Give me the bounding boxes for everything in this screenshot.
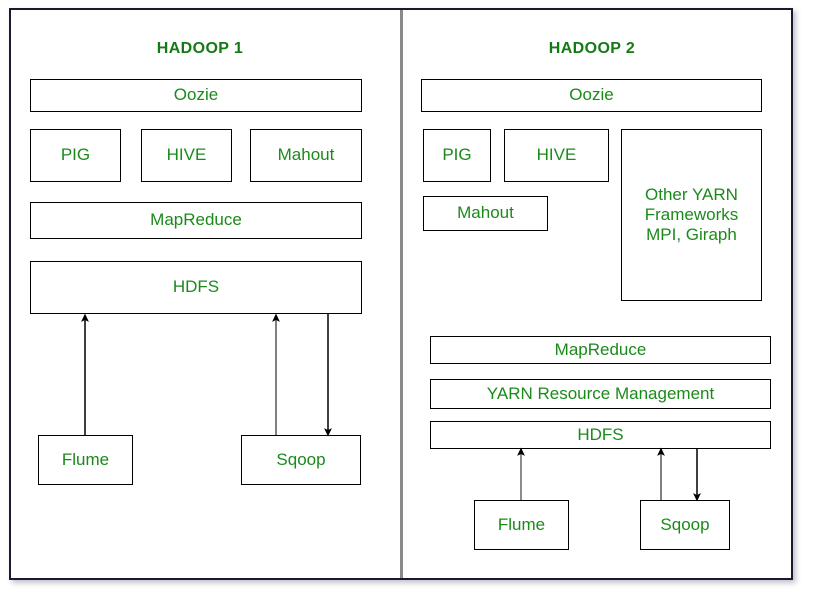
hadoop2-node-flume[interactable]: Flume — [474, 500, 569, 550]
hadoop1-node-sqoop[interactable]: Sqoop — [241, 435, 361, 485]
hadoop1-node-flume[interactable]: Flume — [38, 435, 133, 485]
hadoop2-node-mahout[interactable]: Mahout — [423, 196, 548, 231]
hadoop1-node-oozie[interactable]: Oozie — [30, 79, 362, 112]
hadoop2-node-yarn-resource-management[interactable]: YARN Resource Management — [430, 379, 771, 409]
hadoop1-panel-title: HADOOP 1 — [156, 40, 244, 57]
hadoop1-node-mapreduce[interactable]: MapReduce — [30, 202, 362, 239]
hadoop2-node-hdfs[interactable]: HDFS — [430, 421, 771, 449]
hadoop1-node-hdfs[interactable]: HDFS — [30, 261, 362, 314]
hadoop2-node-other-yarn-frameworks[interactable]: Other YARN Frameworks MPI, Giraph — [621, 129, 762, 301]
hadoop2-node-oozie[interactable]: Oozie — [421, 79, 762, 112]
hadoop1-node-hive[interactable]: HIVE — [141, 129, 232, 182]
hadoop2-node-mapreduce[interactable]: MapReduce — [430, 336, 771, 364]
hadoop1-node-pig[interactable]: PIG — [30, 129, 121, 182]
hadoop2-node-pig[interactable]: PIG — [423, 129, 491, 182]
panel-divider — [400, 10, 403, 578]
hadoop2-node-hive[interactable]: HIVE — [504, 129, 609, 182]
hadoop2-panel-title: HADOOP 2 — [548, 40, 636, 57]
hadoop1-node-mahout[interactable]: Mahout — [250, 129, 362, 182]
hadoop2-node-sqoop[interactable]: Sqoop — [640, 500, 730, 550]
